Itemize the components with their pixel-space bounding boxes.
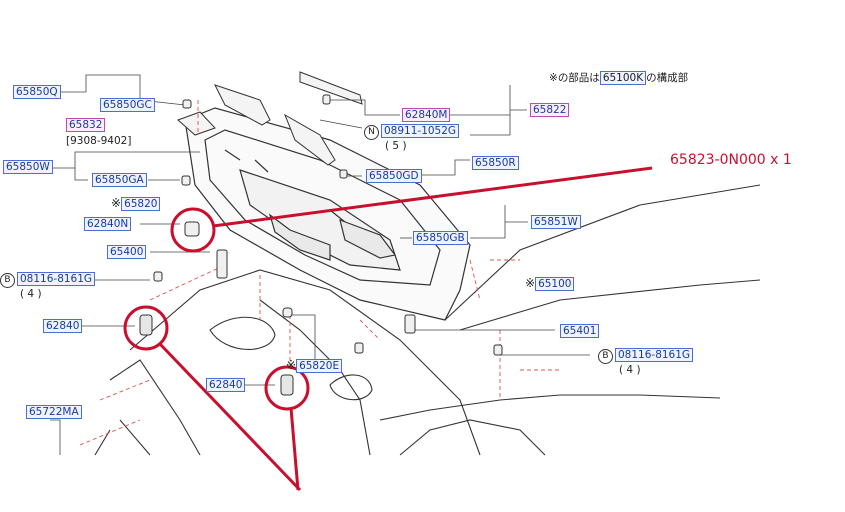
reference-dashed-lines <box>79 100 560 446</box>
hood-panel <box>184 107 471 321</box>
label-62840N-wrap: 62840N <box>84 217 132 231</box>
part-number-callout: 65823-0N000 x 1 <box>670 152 792 168</box>
asterisk-mark: ※ <box>549 72 558 84</box>
part-label-65850GA[interactable]: 65850GA <box>92 173 147 187</box>
hood-seal-strip <box>177 71 363 166</box>
label-62840M-wrap: 62840M <box>402 108 451 122</box>
leader-lines <box>50 74 590 455</box>
part-label-65820E[interactable]: 65820E <box>296 359 343 373</box>
label-65822-wrap: 65822 <box>530 103 570 117</box>
quantity-4-right: ( 4 ) <box>619 364 641 376</box>
label-65850W-wrap: 65850W <box>3 160 53 174</box>
part-label-08116-8161G-left[interactable]: 08116-8161G <box>17 272 96 286</box>
label-65722MA-wrap: 65722MA <box>26 405 82 419</box>
part-label-65850GB[interactable]: 65850GB <box>413 231 468 245</box>
part-label-65850GD[interactable]: 65850GD <box>366 169 422 183</box>
label-65401-wrap: 65401 <box>560 324 600 338</box>
date-range-9308-9402: [9308-9402] <box>66 135 132 147</box>
label-65850GB-wrap: 65850GB <box>413 231 468 245</box>
part-label-62840N[interactable]: 62840N <box>84 217 132 231</box>
part-label-65722MA[interactable]: 65722MA <box>26 405 82 419</box>
part-label-65850W[interactable]: 65850W <box>3 160 53 174</box>
circle-letter-n: N <box>364 125 379 140</box>
circle-letter-b: B <box>0 273 15 288</box>
header-note-suffix: の構成部 <box>646 72 689 84</box>
label-65100-wrap: ※65100 <box>525 276 575 291</box>
label-62840-mid-wrap: 62840 <box>206 378 246 392</box>
label-65832-wrap: 65832 <box>66 118 106 132</box>
part-label-62840M[interactable]: 62840M <box>402 108 451 122</box>
asterisk-mark: ※ <box>525 276 536 290</box>
label-65820-wrap: ※65820 <box>111 196 161 211</box>
label-65400-wrap: 65400 <box>107 245 147 259</box>
header-note-prefix: の部品は <box>557 72 600 84</box>
part-label-65400[interactable]: 65400 <box>107 245 147 259</box>
label-65850GA-wrap: 65850GA <box>92 173 147 187</box>
bumper-stops <box>139 314 294 396</box>
part-label-08116-8161G-right[interactable]: 08116-8161G <box>615 348 694 362</box>
label-65820E-wrap: ※65820E <box>286 358 343 373</box>
red-annotations <box>123 166 653 492</box>
quantity-4-left: ( 4 ) <box>20 288 42 300</box>
quantity-5: ( 5 ) <box>385 140 407 152</box>
part-label-65820[interactable]: 65820 <box>121 197 161 211</box>
label-65851W-wrap: 65851W <box>531 215 581 229</box>
part-label-65850R[interactable]: 65850R <box>472 156 519 170</box>
part-label-65822[interactable]: 65822 <box>530 103 570 117</box>
label-65850R-wrap: 65850R <box>472 156 519 170</box>
part-label-62840-mid[interactable]: 62840 <box>206 378 246 392</box>
part-label-65851W[interactable]: 65851W <box>531 215 581 229</box>
part-label-65100K[interactable]: 65100K <box>599 71 647 85</box>
part-label-08911-1052G[interactable]: 08911-1052G <box>381 124 460 138</box>
label-65850GC-wrap: 65850GC <box>100 98 155 112</box>
asterisk-mark: ※ <box>111 196 122 210</box>
small-parts <box>153 94 503 356</box>
asterisk-mark: ※ <box>286 358 297 372</box>
part-label-65401[interactable]: 65401 <box>560 324 600 338</box>
part-label-62840-left[interactable]: 62840 <box>43 319 83 333</box>
label-62840-left-wrap: 62840 <box>43 319 83 333</box>
part-label-65832[interactable]: 65832 <box>66 118 106 132</box>
part-label-65100[interactable]: 65100 <box>535 277 575 291</box>
part-label-65850GC[interactable]: 65850GC <box>100 98 155 112</box>
circle-letter-b: B <box>598 349 613 364</box>
label-65850Q-wrap: 65850Q <box>13 85 61 99</box>
part-label-65850Q[interactable]: 65850Q <box>13 85 61 99</box>
label-65850GD-wrap: 65850GD <box>366 169 422 183</box>
